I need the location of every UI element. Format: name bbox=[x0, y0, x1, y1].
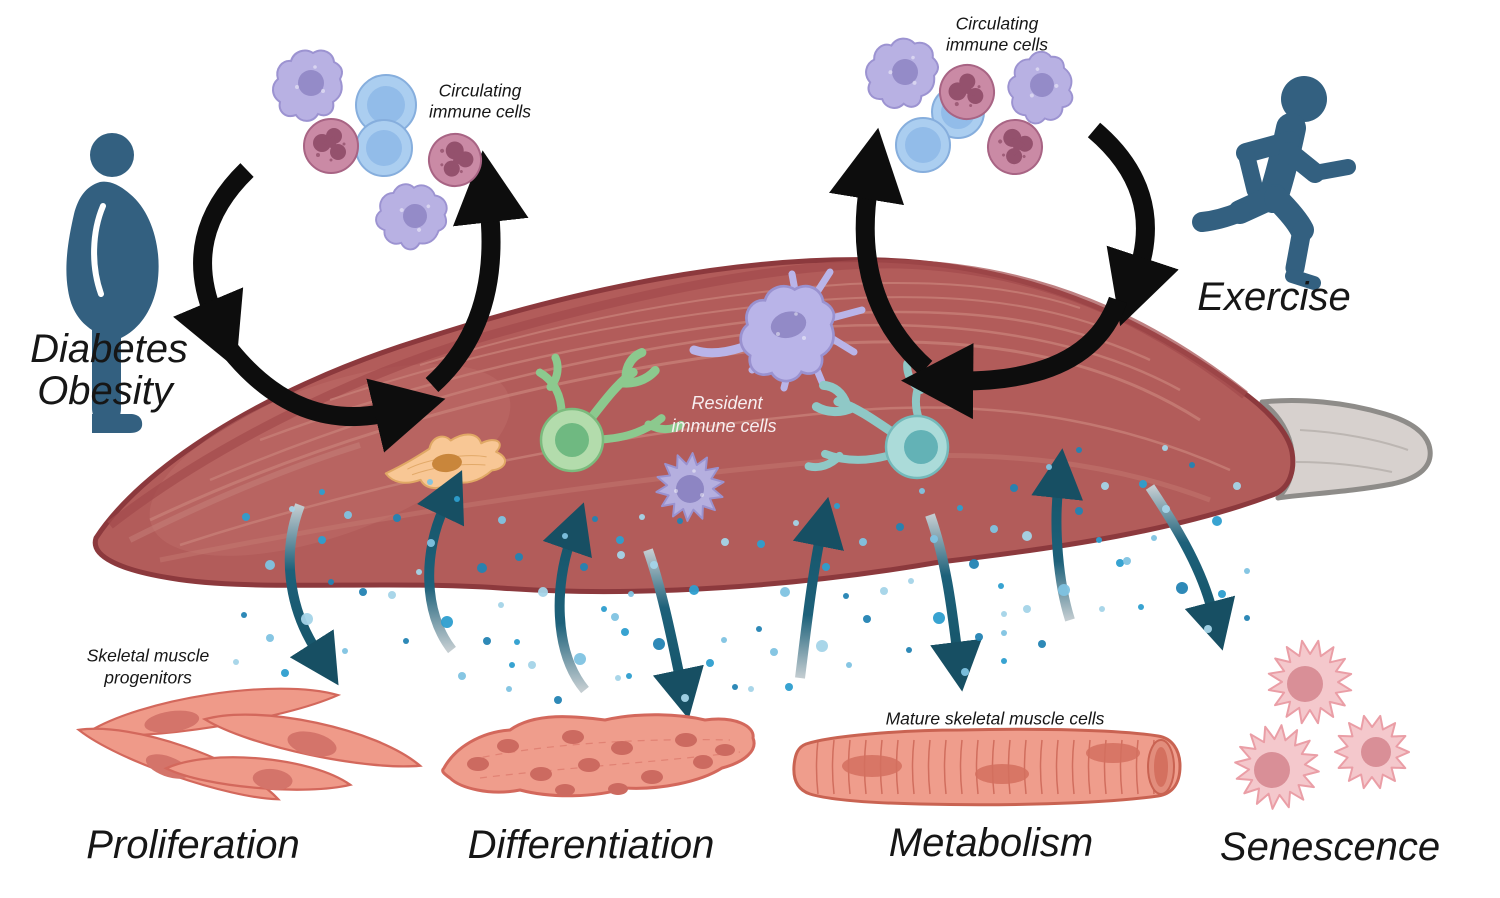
immune-cycle-arrow bbox=[1087, 122, 1179, 327]
secretion-arrow-up bbox=[417, 470, 465, 654]
fiber-nuclei bbox=[842, 743, 1140, 784]
immune-cycle-arrow bbox=[173, 163, 254, 369]
metabolism-label: Metabolism bbox=[888, 821, 1094, 865]
purple-dendritic-cell bbox=[689, 268, 866, 392]
muscle-fiber-cell bbox=[792, 727, 1182, 807]
mature-skeletal-muscle-cells-label: Mature skeletal muscle cells bbox=[885, 708, 1105, 729]
macrophage-cell bbox=[994, 42, 1087, 136]
senescent-cells bbox=[1234, 639, 1410, 810]
neutrophil-cell bbox=[303, 118, 359, 174]
immune-cycle-arrow bbox=[222, 343, 446, 453]
secretion-arrow-up bbox=[542, 502, 592, 694]
proliferation-label: Proliferation bbox=[86, 823, 300, 867]
circulating-cells-left bbox=[271, 49, 482, 264]
neutrophil-cell bbox=[939, 64, 995, 120]
differentiation-label: Differentiation bbox=[467, 823, 715, 867]
fap-cell bbox=[384, 433, 506, 490]
secretion-arrow-up bbox=[792, 496, 844, 679]
obesity-label: Obesity bbox=[37, 369, 173, 413]
skeletal-muscle-progenitors-label-line2: progenitors bbox=[104, 667, 192, 688]
circulating-immune-cells-right-label-line2: immune cells bbox=[945, 34, 1049, 55]
immune-cycle-arrow bbox=[425, 150, 529, 393]
circulating-cells-right bbox=[857, 29, 1087, 175]
obese-person-icon bbox=[66, 133, 159, 433]
runner-icon bbox=[1192, 76, 1356, 290]
circulating-immune-cells-left-label-line2: immune cells bbox=[428, 101, 532, 122]
resident-immune-cells-label-line1: Resident bbox=[691, 393, 763, 414]
skeletal-muscle-progenitors-label-line1: Skeletal muscle bbox=[86, 645, 210, 666]
macrophage-cell bbox=[271, 49, 343, 122]
secretion-arrow-down bbox=[1145, 484, 1236, 651]
lymphocyte-cell bbox=[355, 119, 413, 177]
neutrophil-cell bbox=[428, 133, 482, 187]
neutrophil-cell bbox=[987, 119, 1043, 175]
progenitor-cells bbox=[73, 675, 426, 814]
senescence-label: Senescence bbox=[1219, 825, 1441, 869]
immune-trafficking-arrows bbox=[173, 122, 1179, 453]
secretion-arrow-down bbox=[284, 503, 339, 686]
exercise-label: Exercise bbox=[1197, 275, 1351, 319]
myotube-nuclei bbox=[467, 730, 735, 796]
resident-immune-cells-label-line2: immune cells bbox=[671, 416, 777, 437]
cytokine-dots bbox=[233, 445, 1250, 704]
green-dendritic-cell bbox=[538, 338, 682, 473]
secretion-arrow-up bbox=[1031, 448, 1084, 622]
myotube-cell bbox=[441, 713, 756, 798]
circulating-immune-cells-left-label-line1: Circulating bbox=[438, 80, 522, 101]
diabetes-label: Diabetes bbox=[30, 327, 188, 371]
macrophage-cell bbox=[857, 29, 945, 118]
lymphocyte-cell bbox=[895, 117, 951, 173]
immune-cycle-arrow bbox=[901, 296, 1127, 420]
circulating-immune-cells-right-label-line1: Circulating bbox=[955, 13, 1039, 34]
secretion-arrow-down bbox=[925, 513, 982, 692]
spiky-resident-cell bbox=[655, 452, 725, 522]
teal-dendritic-cell bbox=[796, 361, 950, 480]
macrophage-cell bbox=[363, 168, 459, 264]
